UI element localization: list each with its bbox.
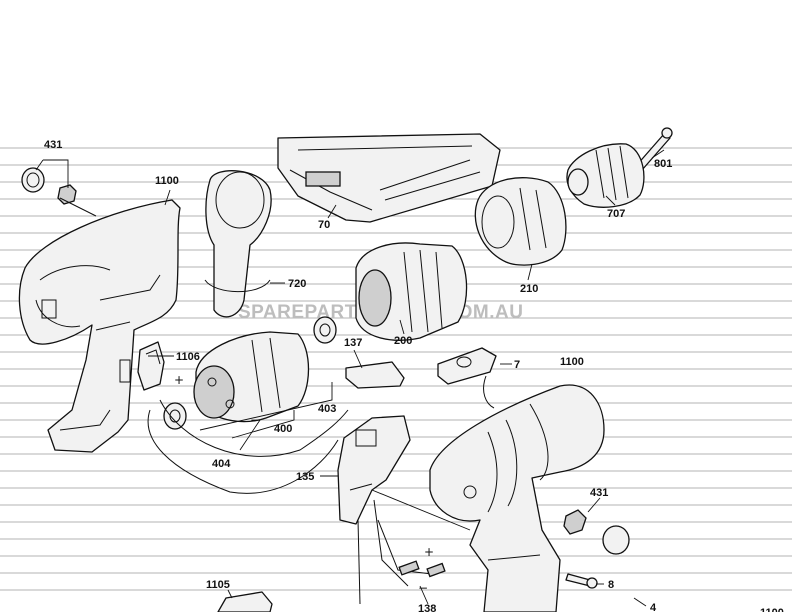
switch-block-part [137,341,165,391]
gear-cover-part [474,177,567,266]
trigger-switch-part [337,415,411,525]
part-label-1100-bottom: 1100 [760,607,784,612]
part-label-431-right: 431 [590,487,608,499]
minus-sign-wire: − [418,581,428,595]
leader-lines [35,149,665,607]
housing-half-left-part [18,199,181,453]
end-cap-right-part [563,509,630,555]
part-label-138: 138 [418,603,436,612]
motor-part [193,331,310,423]
gearbox-part [355,242,468,341]
part-label-801: 801 [654,158,672,170]
plus-sign-wire: + [424,545,434,559]
part-label-1106: 1106 [176,351,200,363]
plus-sign-motor: + [174,373,184,387]
housing-screw-part [565,573,598,589]
battery-pack-part [277,133,501,223]
part-label-431-top: 431 [44,139,62,151]
part-label-400: 400 [274,423,292,435]
wiring-part [147,399,446,605]
part-label-1100-right: 1100 [560,356,584,368]
spacer-ring-part [313,316,337,344]
part-label-210: 210 [520,283,538,295]
part-label-707: 707 [607,208,625,220]
housing-half-right-part [429,384,605,612]
chuck-screw-part [635,127,673,171]
part-label-720: 720 [288,278,306,290]
part-label-135: 135 [296,471,314,483]
battery-latch-part [217,591,273,612]
part-label-1105: 1105 [206,579,230,591]
part-label-1100-left: 1100 [155,175,179,187]
motor-end-ring-part [163,402,187,430]
part-label-200: 200 [394,335,412,347]
direction-switch-part [437,347,497,409]
end-cap-part [21,167,97,217]
part-label-7: 7 [514,359,520,371]
belt-clip-part [204,170,272,318]
part-label-403: 403 [318,403,336,415]
terminal-plate-part [345,361,405,389]
part-label-8: 8 [608,579,614,591]
part-label-404: 404 [212,458,231,470]
part-label-70: 70 [318,219,330,231]
part-label-137: 137 [344,337,362,349]
keyless-chuck-part [566,143,645,208]
minus-sign-motor: − [250,413,260,427]
part-label-4: 4 [650,602,657,612]
